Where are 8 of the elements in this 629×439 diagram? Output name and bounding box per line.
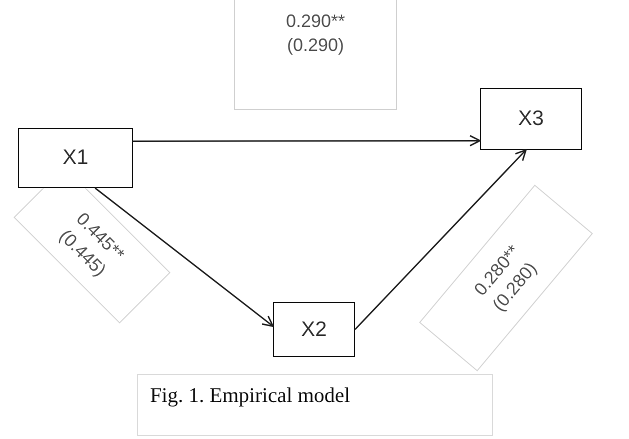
arrow [94, 187, 274, 327]
arrow [133, 134, 481, 146]
variable-box: X1 [18, 128, 133, 188]
variable-box: X3 [480, 88, 582, 150]
arrow [354, 149, 527, 330]
figure-caption: Fig. 1. Empirical model [137, 374, 493, 436]
variable-box: X2 [273, 302, 355, 357]
edge-label: 0.290** (0.290) [234, 0, 397, 110]
